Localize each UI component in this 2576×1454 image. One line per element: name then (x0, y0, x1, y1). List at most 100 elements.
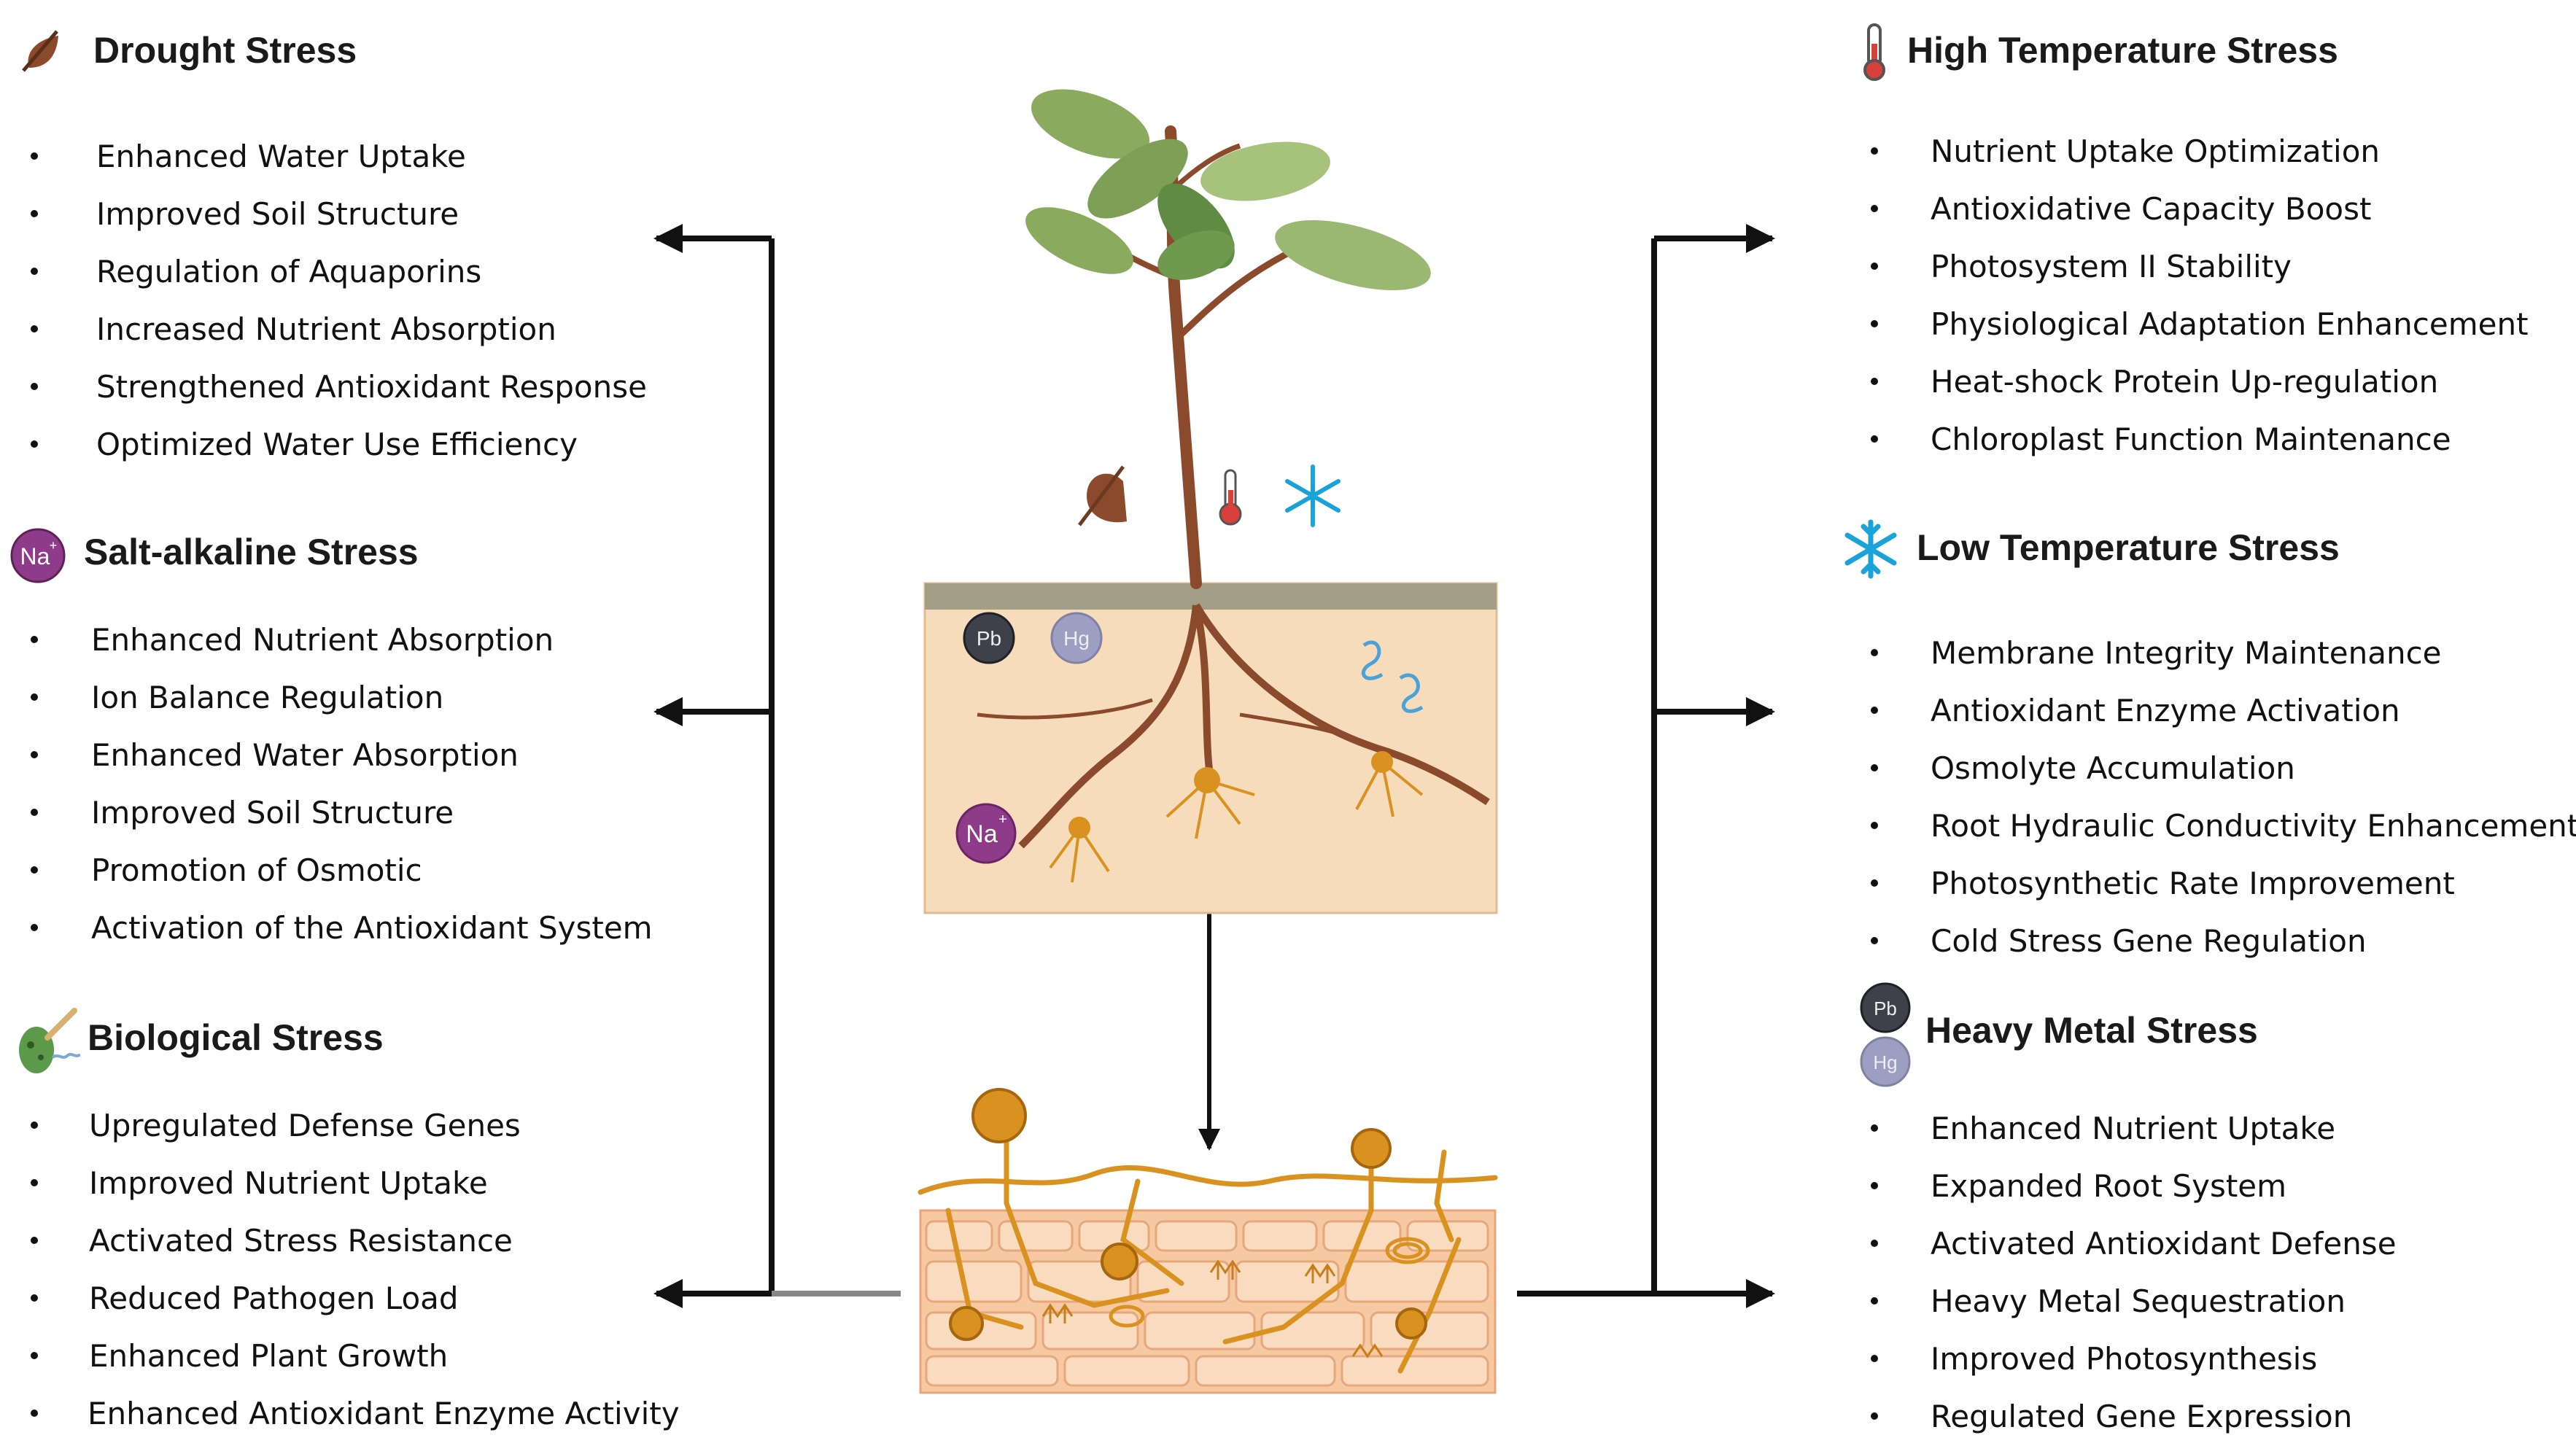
bullet-icon (1871, 147, 1878, 155)
svg-text:Hg: Hg (1063, 627, 1090, 650)
bullet-icon (1871, 1355, 1878, 1362)
list-item: Reduced Pathogen Load (31, 1270, 680, 1327)
snowflake-mini-icon (1285, 464, 1341, 527)
bullet-icon (1871, 1240, 1878, 1247)
list-item: Strengthened Antioxidant Response (31, 358, 647, 416)
list-item: Enhanced Water Absorption (31, 726, 653, 784)
bullet-icon (1871, 435, 1878, 443)
list-item: Increased Nutrient Absorption (31, 300, 647, 358)
list-item: Activated Stress Resistance (31, 1212, 680, 1270)
svg-text:Pb: Pb (1874, 998, 1897, 1019)
nematode (1399, 673, 1424, 713)
bullet-icon (31, 152, 38, 160)
leaf (1275, 220, 1431, 290)
bullet-icon (31, 751, 38, 758)
bullet-icon (31, 809, 38, 816)
svg-text:Na: Na (966, 820, 998, 848)
low-temp-title: Low Temperature Stress (1917, 527, 2340, 568)
list-item: Regulated Gene Expression (1871, 1388, 2397, 1445)
svg-text:Hg: Hg (1873, 1051, 1897, 1073)
bullet-icon (1871, 649, 1878, 656)
snowflake-icon (1839, 518, 1902, 584)
bullet-icon (1871, 205, 1878, 212)
bullet-icon (1871, 764, 1878, 771)
bullet-icon (1871, 1182, 1878, 1189)
list-item: Enhanced Antioxidant Enzyme Activity (31, 1385, 680, 1442)
sodium-ion-badge: Na + (955, 803, 1017, 864)
drought-mini-icon (1078, 465, 1127, 526)
leaf (1087, 139, 1188, 219)
drought-title: Drought Stress (93, 30, 357, 71)
list-item: Root Hydraulic Conductivity Enhancement (1871, 797, 2576, 855)
list-item: Enhanced Plant Growth (31, 1327, 680, 1385)
list-item: Improved Nutrient Uptake (31, 1154, 680, 1212)
bullet-icon (31, 693, 38, 701)
drought-effects-list: Enhanced Water Uptake Improved Soil Stru… (31, 128, 647, 473)
bullet-icon (31, 1352, 38, 1359)
list-item: Activation of the Antioxidant System (31, 899, 653, 957)
pest-leaf-icon (7, 1005, 82, 1081)
list-item: Promotion of Osmotic (31, 841, 653, 899)
heavy-metal-title: Heavy Metal Stress (1925, 1010, 2258, 1051)
bullet-icon (31, 1179, 38, 1186)
svg-text:+: + (998, 812, 1007, 828)
branch (1171, 143, 1241, 192)
list-item: Membrane Integrity Maintenance (1871, 624, 2576, 682)
list-item: Photosystem II Stability (1871, 238, 2529, 295)
list-item: Antioxidative Capacity Boost (1871, 180, 2529, 238)
bullet-icon (1871, 378, 1878, 385)
list-item: Chloroplast Function Maintenance (1871, 411, 2529, 468)
list-item: Enhanced Nutrient Uptake (1871, 1100, 2397, 1157)
leaf (1025, 207, 1133, 274)
hyphae-strands (1049, 761, 1424, 883)
nematode (1361, 640, 1384, 680)
bullet-icon (31, 924, 38, 931)
bullet-icon (31, 636, 38, 643)
bullet-icon (1871, 320, 1878, 327)
bullet-icon (1871, 879, 1878, 887)
list-item: Heavy Metal Sequestration (1871, 1272, 2397, 1330)
metal-ions-icon: Pb Hg (1856, 981, 1914, 1094)
bullet-icon (1871, 1412, 1878, 1420)
biological-effects-list: Upregulated Defense Genes Improved Nutri… (31, 1097, 680, 1442)
list-item: Heat-shock Protein Up-regulation (1871, 353, 2529, 411)
bullet-icon (31, 268, 38, 275)
bullet-icon (31, 1410, 38, 1417)
svg-text:+: + (50, 538, 58, 553)
bullet-icon (31, 1121, 38, 1129)
high-temp-effects-list: Nutrient Uptake Optimization Antioxidati… (1871, 123, 2529, 468)
bullet-icon (1871, 707, 1878, 714)
salt-alkaline-title: Salt-alkaline Stress (84, 532, 419, 572)
list-item: Nutrient Uptake Optimization (1871, 123, 2529, 180)
branch (1177, 244, 1300, 338)
root (1239, 712, 1387, 753)
heavy-metal-effects-list: Enhanced Nutrient Uptake Expanded Root S… (1871, 1100, 2397, 1445)
leaf-drop-icon (16, 26, 69, 82)
bullet-icon (31, 866, 38, 874)
list-item: Regulation of Aquaporins (31, 243, 647, 300)
list-item: Optimized Water Use Efficiency (31, 416, 647, 473)
bullet-icon (1871, 263, 1878, 270)
leaf (1200, 141, 1330, 201)
lead-ion-badge: Pb (963, 612, 1015, 664)
bullet-icon (31, 1237, 38, 1244)
leaf (1031, 89, 1150, 159)
bullet-icon (1871, 1297, 1878, 1305)
leaf (1157, 230, 1235, 280)
high-temp-title: High Temperature Stress (1907, 30, 2338, 71)
svg-text:Pb: Pb (977, 627, 1001, 650)
bullet-icon (31, 1294, 38, 1302)
bullet-icon (31, 325, 38, 333)
list-item: Activated Antioxidant Defense (1871, 1215, 2397, 1272)
list-item: Improved Soil Structure (31, 185, 647, 243)
root (977, 698, 1153, 720)
low-temp-effects-list: Membrane Integrity Maintenance Antioxida… (1871, 624, 2576, 970)
root-cross-section (917, 1088, 1498, 1394)
bullet-icon (31, 440, 38, 448)
bullet-icon (1871, 822, 1878, 829)
list-item: Photosynthetic Rate Improvement (1871, 855, 2576, 912)
bullet-icon (31, 210, 38, 217)
sodium-ion-icon: Na + (9, 526, 67, 588)
